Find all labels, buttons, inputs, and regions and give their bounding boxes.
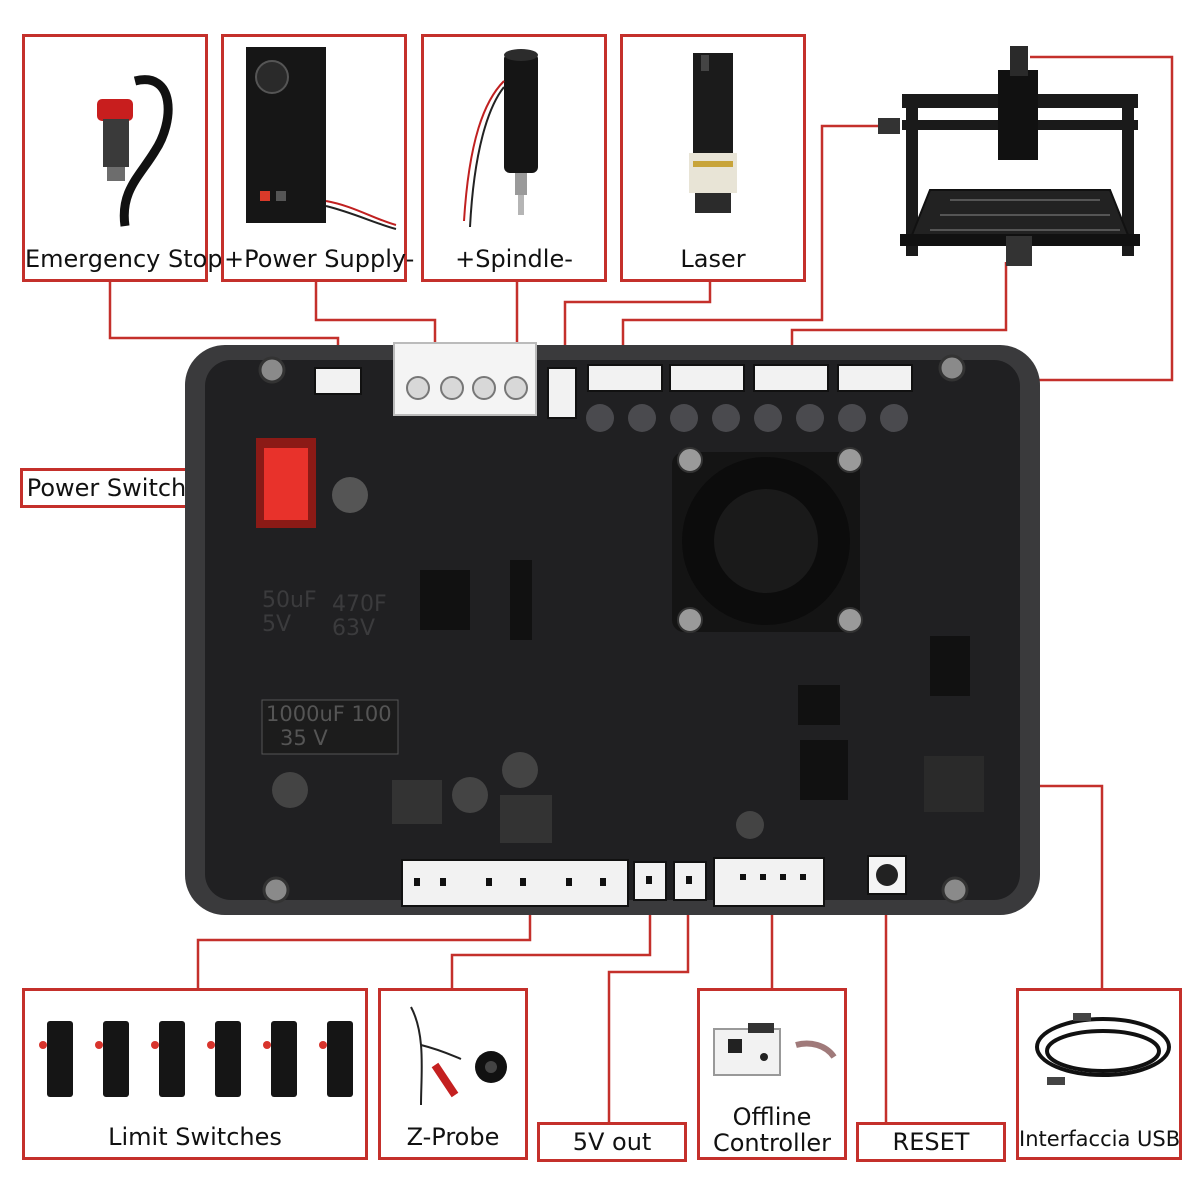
emergency-stop-icon [97, 75, 173, 227]
power-supply-label: +Power Supply- [224, 245, 415, 273]
power-supply-box: +Power Supply- [221, 34, 415, 282]
cnc-machine-icon [878, 46, 1140, 266]
cap1-text-top: 50uF [262, 588, 317, 613]
reset-box: RESET [856, 1122, 1006, 1162]
emergency-stop-label: Emergency Stop [25, 245, 223, 273]
cap2-text-top: 470F [332, 592, 387, 617]
spindle-icon [463, 49, 538, 228]
cap1-text-bottom: 5V [262, 612, 292, 637]
limit-switches-label: Limit Switches [108, 1123, 282, 1151]
offline-controller-box: Offline Controller [697, 988, 847, 1160]
controller-board-pcb [205, 360, 1020, 900]
laser-module-icon [689, 53, 737, 213]
z-probe-icon [410, 1006, 507, 1106]
laser-box: Laser [620, 34, 806, 282]
cap2-text-bottom: 63V [332, 616, 376, 641]
limit-switches-box: Limit Switches [22, 988, 368, 1160]
offline-controller-label-line1: Offline [732, 1103, 812, 1131]
offline-controller-label-line2: Controller [712, 1129, 832, 1157]
five-v-out-box: 5V out [537, 1122, 687, 1162]
power-switch-label: Power Switch [26, 474, 187, 502]
emergency-stop-box: Emergency Stop [22, 34, 223, 282]
power-supply-icon [246, 47, 397, 230]
usb-box: Interfaccia USB [1016, 988, 1182, 1160]
laser-label: Laser [680, 245, 746, 273]
spindle-box: +Spindle- [421, 34, 607, 282]
big-cap-text-bottom: 35 V [280, 726, 328, 750]
spindle-label: +Spindle- [455, 245, 573, 273]
power-switch-label-box: Power Switch [20, 468, 193, 508]
limit-switch-icon [39, 1021, 353, 1097]
z-probe-box: Z-Probe [378, 988, 528, 1160]
big-cap-text-top: 1000uF 100 [266, 702, 392, 726]
five-v-out-label: 5V out [572, 1128, 652, 1156]
usb-cable-icon [1035, 1013, 1171, 1085]
offline-controller-icon [713, 1023, 837, 1076]
z-probe-label: Z-Probe [406, 1123, 500, 1151]
usb-label: Interfaccia USB [1019, 1127, 1181, 1151]
reset-label: RESET [892, 1128, 970, 1156]
